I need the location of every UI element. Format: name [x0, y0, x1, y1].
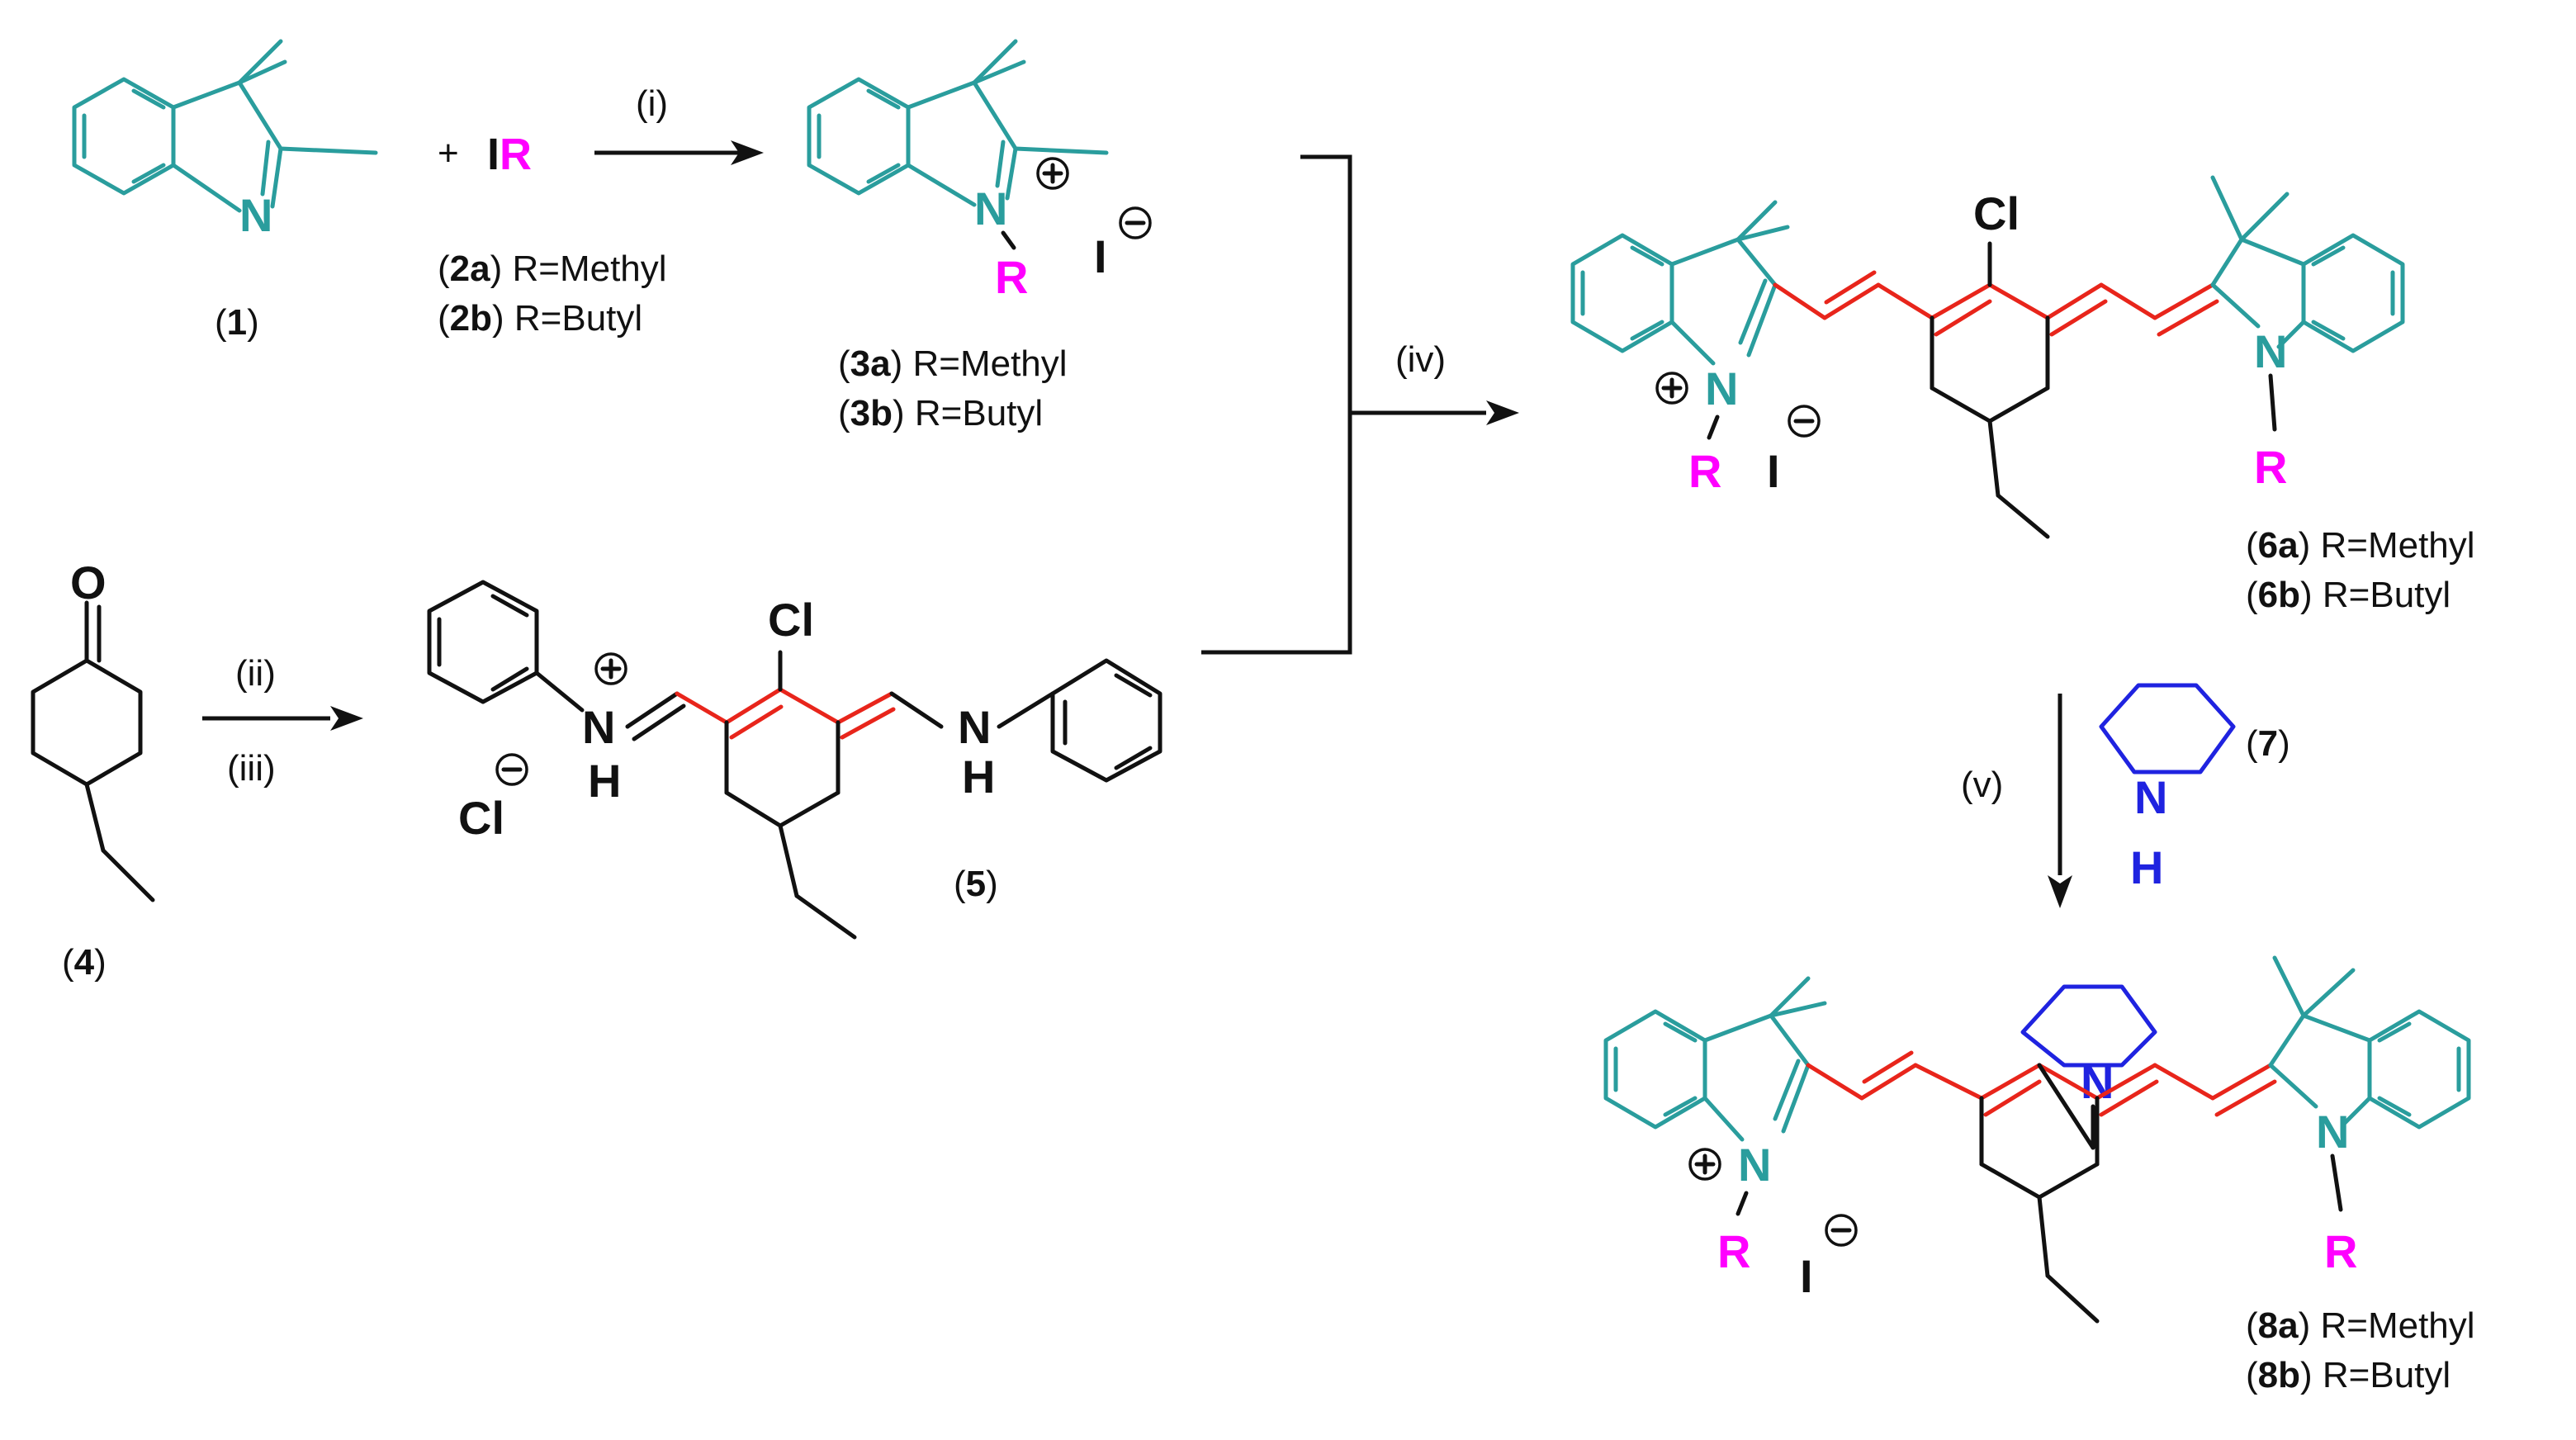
step-v-label: (v) — [1961, 765, 2003, 805]
step-ii-label: (ii) — [235, 653, 276, 694]
step-i-label: (i) — [636, 83, 668, 124]
o-atom-label: O — [70, 557, 107, 609]
compound-3-structure: N R I — [807, 39, 1152, 303]
cl-atom-label: Cl — [1973, 187, 2020, 239]
n-atom-label: N — [1738, 1139, 1771, 1191]
h-atom-label: H — [962, 751, 995, 803]
positive-charge-icon — [594, 652, 627, 685]
compound-4-label: (4) — [62, 942, 107, 983]
positive-charge-icon — [1655, 372, 1688, 405]
compound-6-structure: N R I Cl — [1570, 175, 2405, 539]
r-group-label: R — [2324, 1225, 2357, 1277]
arrowhead-icon — [2048, 875, 2072, 908]
step-iii-label: (iii) — [227, 748, 276, 789]
n-atom-label: N — [2316, 1106, 2349, 1158]
h-atom-label: H — [588, 755, 621, 807]
n-atom-label: N — [582, 701, 615, 753]
plus-sign: + — [438, 133, 459, 173]
compound-5-structure: N H Cl Cl N H — [427, 580, 1163, 940]
n-atom-label: N — [239, 189, 272, 241]
compound-8a-label: (8a) R=Methyl — [2246, 1305, 2475, 1346]
n-atom-label: N — [2254, 325, 2287, 377]
iodide-label: I — [1800, 1250, 1813, 1302]
step-iv-label: (iv) — [1395, 339, 1446, 380]
nh-atom-label: N — [958, 701, 991, 753]
reagent-ir: IR — [487, 130, 532, 179]
compound-8b-label: (8b) R=Butyl — [2246, 1355, 2451, 1395]
compound-5-label: (5) — [954, 864, 998, 904]
r-group-label: R — [1688, 445, 1721, 497]
compound-8-structure: N N R I — [1603, 955, 2471, 1324]
arrowhead-icon — [1486, 400, 1519, 425]
n-atom-label: N — [974, 182, 1007, 234]
arrowhead-icon — [330, 706, 363, 731]
n-atom-label: N — [1705, 362, 1738, 414]
chloride-label: Cl — [458, 792, 504, 844]
negative-charge-icon — [495, 753, 528, 786]
cl-atom-label: Cl — [768, 594, 814, 646]
h-atom-label: H — [2130, 841, 2163, 893]
r-group-label: R — [1717, 1225, 1750, 1277]
compound-1-structure: N — [72, 39, 378, 241]
compound-6a-label: (6a) R=Methyl — [2246, 525, 2475, 566]
convergence-bracket — [1201, 154, 1352, 655]
compound-6b-label: (6b) R=Butyl — [2246, 575, 2451, 615]
compound-1-label: (1) — [215, 302, 259, 343]
compound-2a-label: (2a) R=Methyl — [438, 249, 667, 289]
compound-7-structure: N H — [2099, 683, 2236, 893]
nh-atom-label: N — [2134, 771, 2167, 823]
compound-3b-label: (3b) R=Butyl — [838, 393, 1043, 433]
compound-7-label: (7) — [2246, 723, 2290, 764]
negative-charge-icon — [1825, 1214, 1858, 1247]
compound-3a-label: (3a) R=Methyl — [838, 343, 1068, 384]
r-group-label: R — [2254, 441, 2287, 493]
positive-charge-icon — [1036, 157, 1069, 190]
positive-charge-icon — [1688, 1148, 1721, 1181]
iodide-label: I — [1094, 230, 1107, 282]
r-group-label: R — [995, 251, 1028, 303]
arrowhead-icon — [731, 140, 764, 165]
negative-charge-icon — [1788, 405, 1821, 438]
iodide-label: I — [1767, 445, 1780, 497]
negative-charge-icon — [1119, 206, 1152, 239]
compound-2b-label: (2b) R=Butyl — [438, 298, 642, 339]
compound-4-structure: O — [31, 557, 155, 902]
